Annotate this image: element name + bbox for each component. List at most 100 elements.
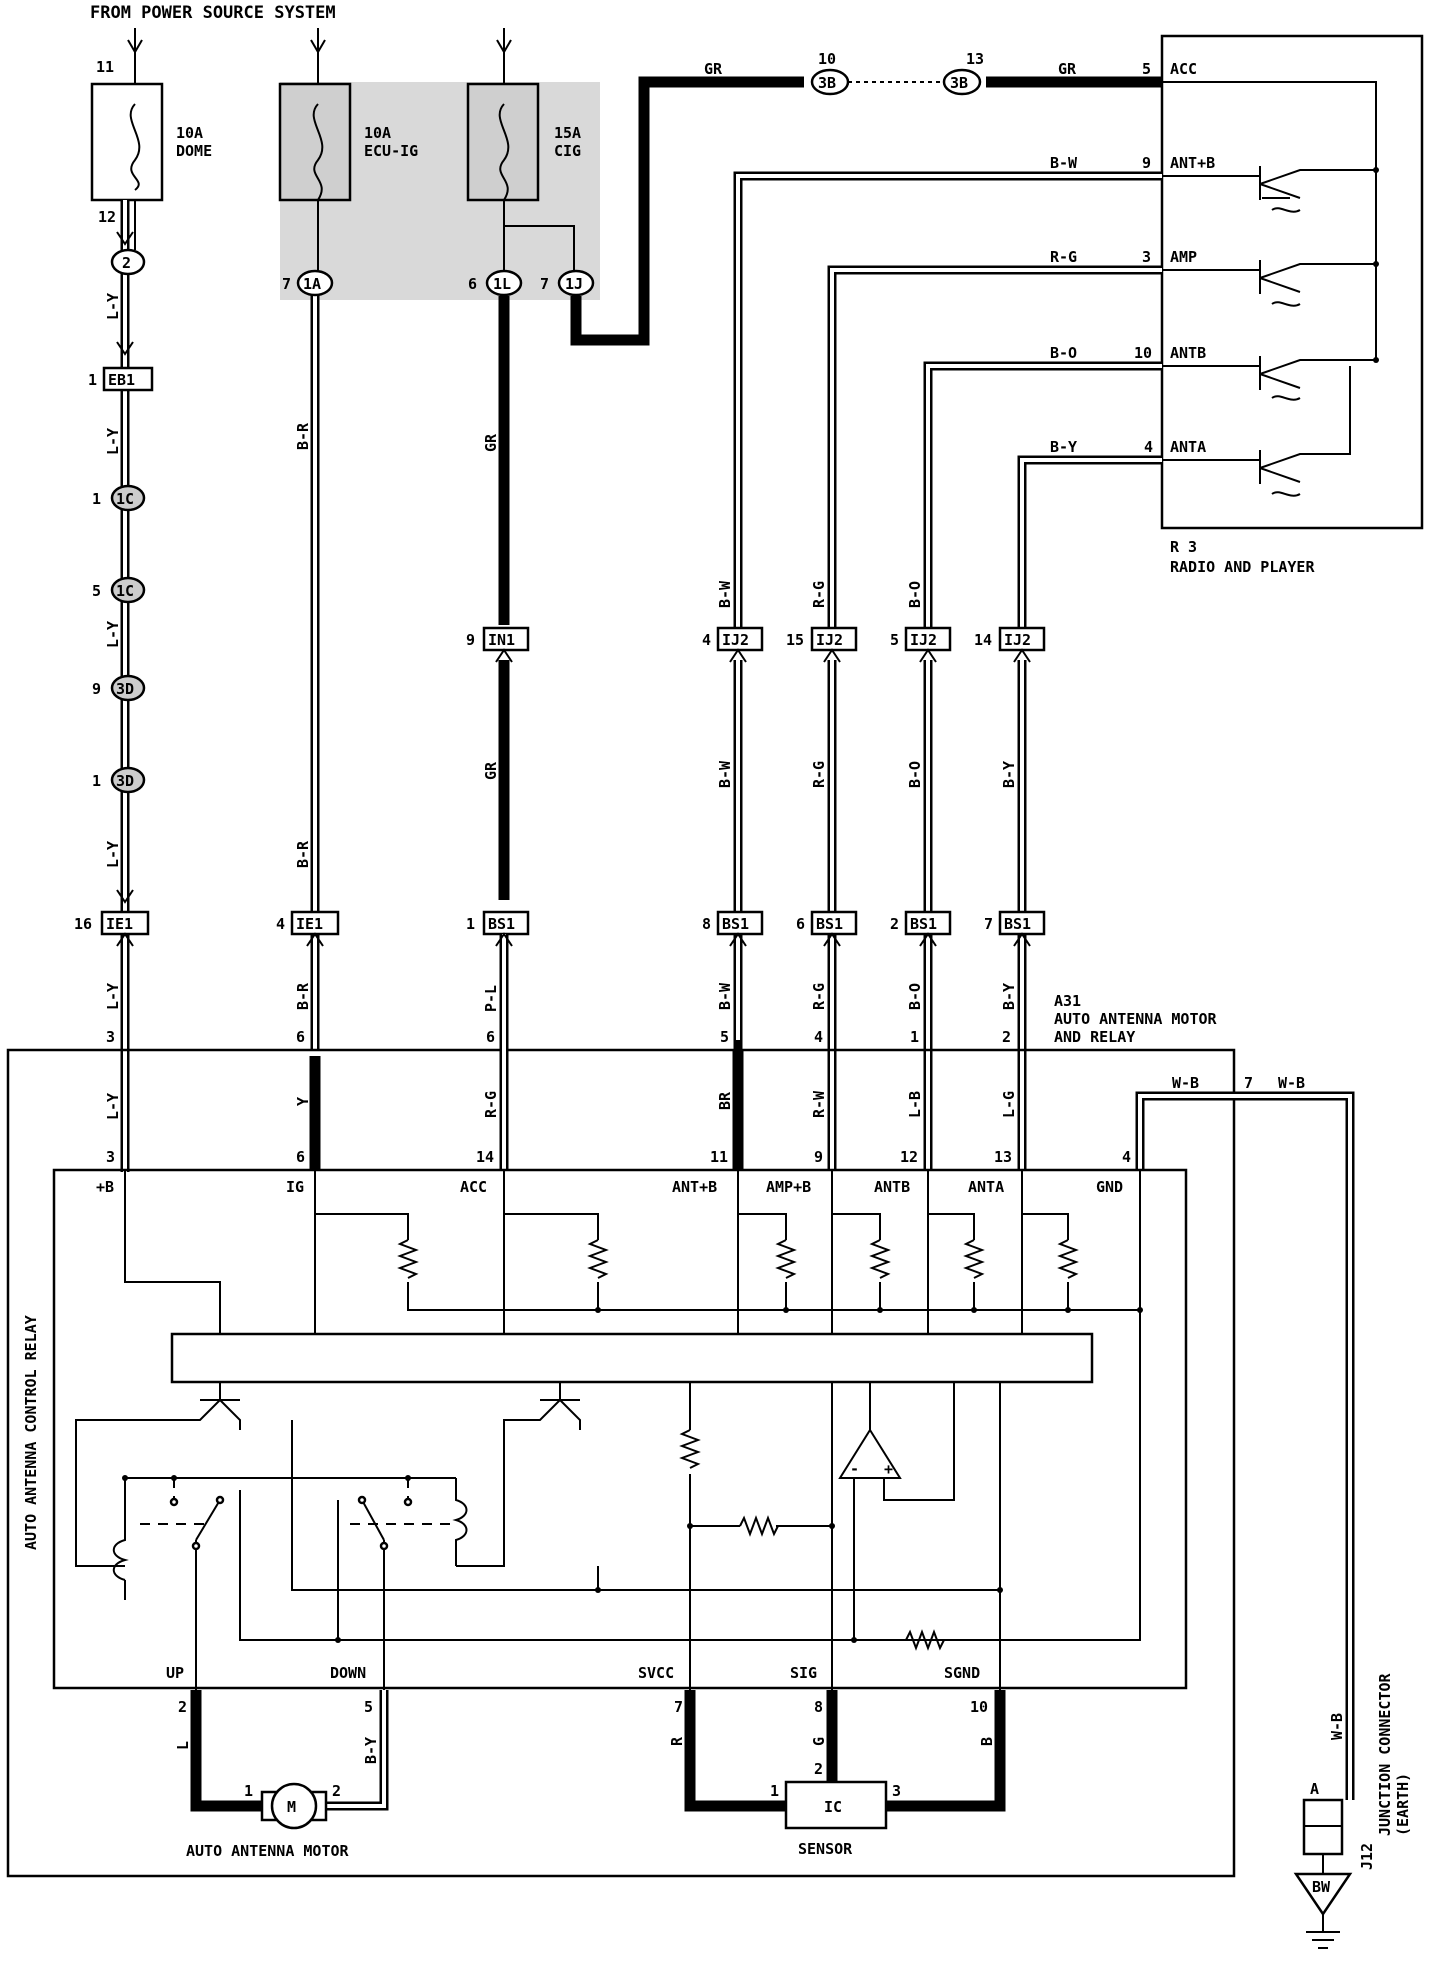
a31-lower-pin-7: 4 <box>1122 1148 1131 1166</box>
radio-pin-wire-4: B-Y <box>1050 438 1077 456</box>
connector-ij2-4-pin: 14 <box>974 631 992 649</box>
svg-text:-: - <box>850 1460 859 1478</box>
connector-2-label: 2 <box>122 254 131 272</box>
connector-bs1-3-label: BS1 <box>816 915 843 933</box>
header-title: FROM POWER SOURCE SYSTEM <box>90 3 336 23</box>
a31-upper-pin-0: 3 <box>106 1028 115 1046</box>
connector-in1-pin: 9 <box>466 631 475 649</box>
a31-lower-pins: 3 6 14 11 9 12 13 4 <box>106 1148 1131 1166</box>
radio-pin-num-3: 10 <box>1134 344 1152 362</box>
wire-label-ly-4: L-Y <box>104 841 122 868</box>
a31-upper-pin-1: 6 <box>296 1028 305 1046</box>
wire-label-y: Y <box>294 1097 312 1106</box>
sensor-symbol: IC <box>824 1798 842 1816</box>
relay-resistors <box>397 1239 1079 1651</box>
auto-antenna-motor: L B-Y M 1 2 AUTO ANTENNA MOTOR <box>174 1690 389 1860</box>
radio-pin-label-0: ACC <box>1170 60 1197 78</box>
radio-name: RADIO AND PLAYER <box>1170 558 1315 576</box>
relay-term-gnd: GND <box>1096 1178 1123 1196</box>
a31-outer-box <box>6 1048 1236 1878</box>
connector-1j-label: 1J <box>565 275 583 293</box>
wire-label-ly-5: L-Y <box>104 983 122 1010</box>
wire-label-gr-top-2: GR <box>1058 60 1077 78</box>
connector-1c-b-label: 1C <box>116 582 134 600</box>
relay-term-sgnd: SGND <box>944 1664 980 1682</box>
connector-1l-pin: 6 <box>468 275 477 293</box>
wire-label-by-2: B-Y <box>1000 983 1018 1010</box>
antenna-control-relay: AUTO ANTENNA CONTROL RELAY +B IG ACC ANT… <box>22 1168 1188 1740</box>
fuse-dome: 11 10A DOME 12 <box>90 28 212 226</box>
wire-label-by-1: B-Y <box>1000 761 1018 788</box>
wire-label-br-2: B-R <box>294 840 312 868</box>
radio-pin-num-1: 9 <box>1142 154 1151 172</box>
radio-pin-label-2: AMP <box>1170 248 1197 266</box>
wire-label-rg-a31: R-G <box>482 1091 500 1118</box>
wire-by-column: B-Y B-Y <box>1000 455 1162 1170</box>
wire-label-lg: L-G <box>1000 1091 1018 1118</box>
wire-label-ly-3: L-Y <box>104 621 122 648</box>
radio-transistors <box>1259 166 1379 497</box>
wire-label-by-motor: B-Y <box>362 1737 380 1764</box>
relay-bottom-pin-0: 2 <box>178 1698 187 1716</box>
wire-label-lb: L-B <box>906 1091 924 1118</box>
connector-ie1-2-pin: 4 <box>276 915 285 933</box>
fuse-ecu-ig-amps: 10A <box>364 124 391 142</box>
wire-label-bo-3: B-O <box>906 983 924 1010</box>
connector-1c-b: 5 1C <box>92 576 146 604</box>
connector-ie1-1-label: IE1 <box>106 915 133 933</box>
connector-bs1-4: 2 BS1 <box>890 910 952 936</box>
relay-term-antb-plus: ANT+B <box>672 1178 717 1196</box>
connector-ij2-2-label: IJ2 <box>816 631 843 649</box>
relay-bottom-pin-2: 7 <box>674 1698 683 1716</box>
connector-1c-a-pin: 1 <box>92 490 101 508</box>
connector-ij2-1: 4 IJ2 <box>702 626 764 652</box>
radio-pin-label-1: ANT+B <box>1170 154 1215 172</box>
connector-ij2-3-label: IJ2 <box>910 631 937 649</box>
fuse-cig-name: CIG <box>554 142 581 160</box>
connector-3b-b: 13 3B <box>942 50 984 96</box>
a31-lower-pin-2: 14 <box>476 1148 494 1166</box>
a31-upper-pin-2: 6 <box>486 1028 495 1046</box>
connector-bs1-1-label: BS1 <box>488 915 515 933</box>
connector-ij2-4-label: IJ2 <box>1004 631 1031 649</box>
connector-ij2-2: 15 IJ2 <box>786 626 858 652</box>
a31-upper-pin-6: 2 <box>1002 1028 1011 1046</box>
connector-ij2-4: 14 IJ2 <box>974 626 1046 652</box>
connector-3b-b-pin: 13 <box>966 50 984 68</box>
wire-label-wb-3: W-B <box>1328 1713 1346 1740</box>
connector-ij2-2-pin: 15 <box>786 631 804 649</box>
relay-term-up: UP <box>166 1664 184 1682</box>
connector-ie1-1-pin: 16 <box>74 915 92 933</box>
sensor: R G B IC 1 2 3 SENSOR <box>668 1690 1006 1858</box>
junction-id: J12 <box>1358 1843 1376 1870</box>
fuse-cig-amps: 15A <box>554 124 581 142</box>
wire-label-rg-1: R-G <box>810 581 828 608</box>
sensor-label: SENSOR <box>798 1840 853 1858</box>
junction-ground: BW <box>1312 1878 1331 1896</box>
connector-bs1-2: 8 BS1 <box>702 910 764 936</box>
connector-3d-a-pin: 9 <box>92 680 101 698</box>
radio-pin-wire-1: B-W <box>1050 154 1078 172</box>
wire-label-g: G <box>810 1737 828 1746</box>
wire-label-rg-3: R-G <box>810 983 828 1010</box>
connector-1a-label: 1A <box>303 275 321 293</box>
connector-1c-a: 1 1C <box>92 484 146 512</box>
wire-label-wb-2: W-B <box>1278 1074 1305 1092</box>
sensor-pin2: 2 <box>814 1760 823 1778</box>
connector-eb1: 1 EB1 <box>88 366 154 392</box>
relay-title: AUTO ANTENNA CONTROL RELAY <box>22 1315 40 1550</box>
a31-id: A31 <box>1054 992 1081 1010</box>
wire-label-l: L <box>174 1741 192 1750</box>
connector-bs1-5: 7 BS1 <box>984 910 1046 936</box>
connector-bs1-1-pin: 1 <box>466 915 475 933</box>
relay-bottom-pin-3: 8 <box>814 1698 823 1716</box>
wire-label-rg-2: R-G <box>810 761 828 788</box>
junction-j12: A BW J12 JUNCTION CONNECTOR (EARTH) <box>1293 1672 1412 1949</box>
wire-label-brn: BR <box>716 1091 734 1110</box>
connector-bs1-5-pin: 7 <box>984 915 993 933</box>
wire-label-gr-top-1: GR <box>704 60 723 78</box>
wire-wb-ground: W-B 7 W-B W-B <box>1135 1074 1355 1800</box>
motor-pin2: 2 <box>332 1782 341 1800</box>
connector-bs1-1: 1 BS1 <box>466 910 530 936</box>
motor-pin1: 1 <box>244 1782 253 1800</box>
